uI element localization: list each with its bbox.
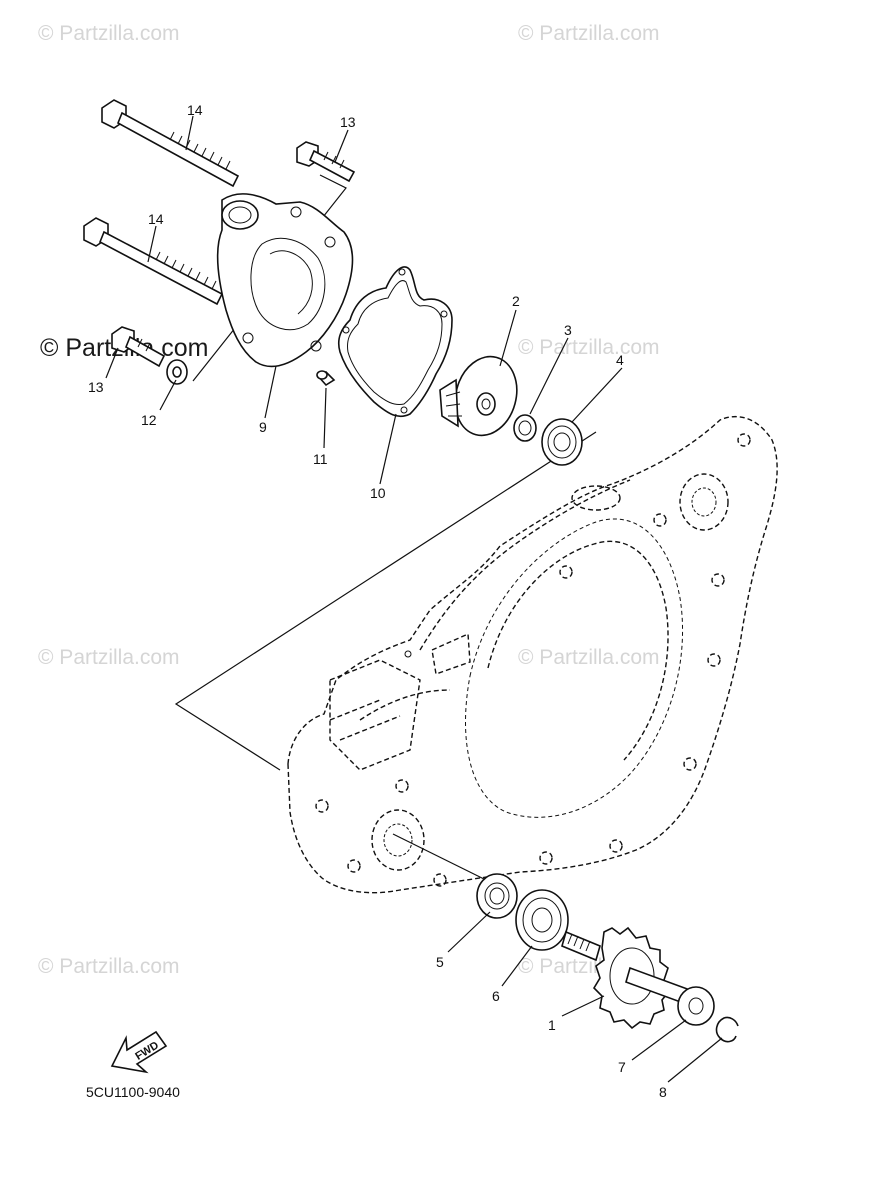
washer-12: [166, 359, 188, 385]
callout-11: 11: [313, 451, 328, 467]
bolt-14-lower: [83, 217, 224, 306]
callout-14-lower: 14: [148, 211, 164, 227]
watermarks: © Partzilla.com © Partzilla.com © Partzi…: [38, 22, 660, 978]
bearing-4: [541, 418, 583, 466]
callout-2: 2: [512, 293, 520, 309]
washer-7: [677, 986, 715, 1026]
callout-6: 6: [492, 988, 500, 1004]
circlip-8: [715, 1016, 739, 1043]
watermark-mid-right: © Partzilla.com: [518, 336, 660, 359]
fwd-arrow-icon: FWD: [110, 1030, 168, 1074]
dowel-pin-11: [316, 370, 336, 387]
crankcase-cover: [287, 416, 778, 894]
watermark-center-right: © Partzilla.com: [518, 646, 660, 669]
bolt-14-upper: [101, 99, 240, 188]
watermark-top-right: © Partzilla.com: [518, 22, 660, 45]
gasket-10: [337, 266, 453, 418]
callout-9: 9: [259, 419, 267, 435]
callout-10: 10: [370, 485, 386, 501]
oil-seal-5: [476, 873, 518, 919]
impeller-2: [439, 355, 518, 437]
callout-1: 1: [548, 1017, 556, 1033]
callout-7: 7: [618, 1059, 626, 1075]
oil-seal-3: [513, 414, 537, 442]
pump-housing-9: [216, 193, 354, 368]
callout-4: 4: [616, 352, 624, 368]
bolt-13-upper: [296, 141, 356, 183]
callout-12: 12: [141, 412, 157, 428]
watermark-bottom-left: © Partzilla.com: [38, 955, 180, 978]
callout-14-upper: 14: [187, 102, 203, 118]
diagram-code: 5CU1100-9040: [86, 1084, 180, 1100]
bolt-13-lower: [111, 326, 166, 368]
callout-3: 3: [564, 322, 572, 338]
callout-8: 8: [659, 1084, 667, 1100]
pump-shaft-gear-1: [561, 926, 691, 1030]
callout-5: 5: [436, 954, 444, 970]
watermark-top-left: © Partzilla.com: [38, 22, 180, 45]
bearing-6: [515, 889, 569, 951]
callout-13-lower: 13: [88, 379, 104, 395]
leader-lines: [105, 115, 723, 1083]
callout-13-upper: 13: [340, 114, 356, 130]
watermark-center-left: © Partzilla.com: [38, 646, 180, 669]
callout-labels: 14 13 14 13 12 9 11 10 2 3 4 5 6 1 7 8: [88, 102, 667, 1100]
